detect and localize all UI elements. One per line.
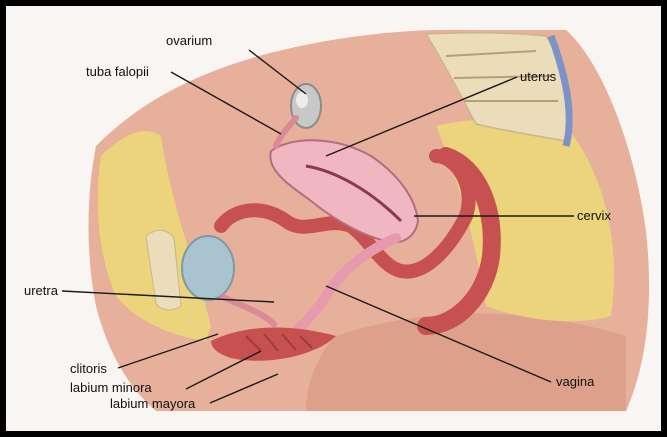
diagram-frame: ovarium tuba falopii uterus cervix uretr… [6, 6, 661, 431]
label-uterus: uterus [520, 69, 556, 84]
ovary-highlight [296, 92, 308, 108]
label-labium-minora: labium minora [70, 380, 152, 395]
label-tuba-falopii: tuba falopii [86, 64, 149, 79]
label-cervix: cervix [577, 208, 611, 223]
label-clitoris: clitoris [70, 361, 107, 376]
label-ovarium: ovarium [166, 33, 212, 48]
label-labium-mayora: labium mayora [110, 396, 195, 411]
label-uretra: uretra [24, 283, 58, 298]
bladder [182, 236, 234, 300]
label-vagina: vagina [556, 374, 594, 389]
